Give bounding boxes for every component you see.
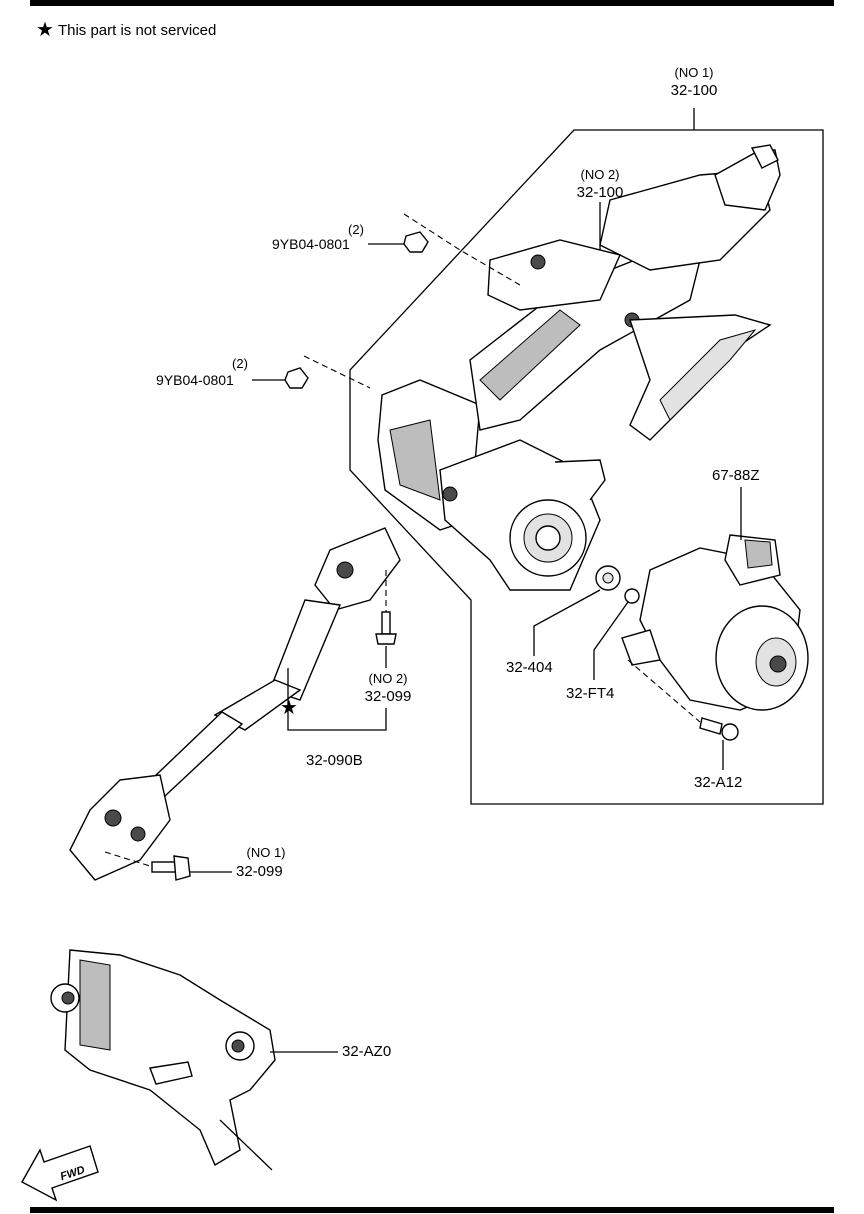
callout-part-number: 32-A12 [694, 774, 743, 791]
intermediate-shaft [69, 527, 401, 881]
bolt-32-099-no1 [151, 855, 191, 881]
callout-qualifier: (NO 2) [580, 167, 620, 182]
callout-qualifier: (2) [348, 222, 364, 237]
callout-part-number: 9YB04-0801 [156, 372, 234, 388]
callout-part-number: 32-FT4 [566, 685, 615, 702]
callout-part-number: 32-100 [576, 184, 624, 201]
nut-upper [403, 231, 429, 253]
callout-part-number: 32-090B [306, 752, 363, 769]
not-serviced-note: ★ This part is not serviced [36, 20, 216, 40]
assist-motor [621, 534, 809, 711]
bolt-32-099-no2 [375, 611, 397, 645]
spacer-32-FT4 [624, 588, 640, 604]
callout-part-number: 32-100 [670, 82, 718, 99]
bottom-rule [30, 1207, 834, 1213]
leader-32-FT4 [593, 601, 629, 680]
leader-32-090B [287, 668, 387, 731]
guide-bolt-a12 [627, 659, 701, 723]
callout-part-number: 32-AZ0 [342, 1043, 392, 1060]
star-icon: ★ [280, 695, 298, 719]
steering-column [377, 144, 781, 591]
callout-qualifier: (NO 1) [674, 65, 714, 80]
guide-nut-lower [303, 355, 371, 389]
guide-nut-upper [403, 213, 521, 286]
leader-32-404 [533, 589, 601, 656]
callout-qualifier: (NO 1) [246, 845, 286, 860]
callout-part-number: 67-88Z [712, 467, 760, 484]
callout-part-number: 32-099 [364, 688, 412, 705]
coupling-32-404 [595, 565, 621, 591]
top-rule [30, 0, 834, 6]
star-icon: ★ [36, 19, 54, 41]
callout-part-number: 9YB04-0801 [272, 236, 350, 252]
assembly-boundary [349, 108, 824, 805]
note-text: This part is not serviced [57, 21, 217, 39]
nut-lower [284, 367, 309, 389]
callout-part-number: 32-404 [506, 659, 553, 676]
callout-part-number: 32-099 [236, 863, 283, 880]
column-cover [50, 949, 276, 1171]
callout-qualifier: (NO 2) [368, 671, 408, 686]
bolt-32-A12 [699, 717, 739, 741]
fwd-arrow-icon: FWD [21, 1145, 99, 1202]
guide-bolt-no1 [104, 851, 151, 867]
callout-qualifier: (2) [232, 356, 248, 371]
